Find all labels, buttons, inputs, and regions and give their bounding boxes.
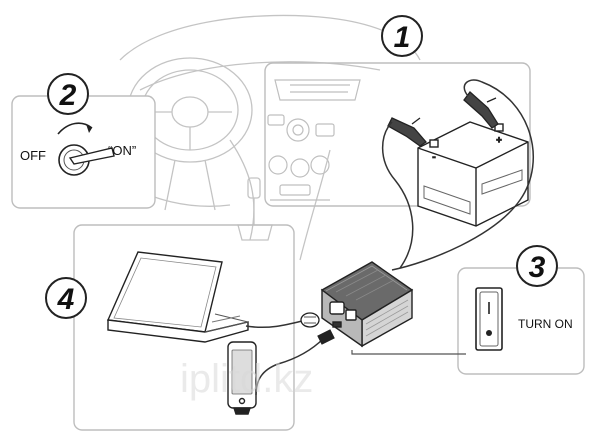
battery-clamp-positive [463,91,499,129]
turn-on-label: TURN ON [518,317,573,331]
switch-callout-line [351,350,466,355]
step-1-badge: 1 [381,15,423,57]
usb-plug [317,329,335,345]
center-stack-illustration [267,79,361,201]
svg-text:-: - [433,152,436,162]
watermark: iplitd.kz [180,357,313,401]
laptop-illustration [106,251,249,343]
step-4-badge: 4 [45,277,87,319]
svg-text:+: + [496,135,501,145]
power-switch-icon [475,287,503,351]
step-2-ignition-panel: OFF “ON” [11,95,156,209]
cable-positive [391,79,534,271]
laptop-plug [300,312,320,328]
cable-negative [381,121,414,269]
step-2-badge: 2 [47,73,89,115]
on-label: “ON” [108,143,136,158]
cable-laptop [245,319,307,329]
svg-text:3: 3 [529,251,546,284]
svg-text:1: 1 [394,21,411,54]
cable-phone [255,337,325,396]
battery-clamp-negative [387,117,427,147]
step-3-badge: 3 [516,245,558,287]
step-4-frame [73,224,295,431]
car-battery: - + [417,121,529,227]
step-3-switch-panel: TURN ON [457,267,585,375]
off-label: OFF [20,148,46,163]
power-inverter [320,261,414,348]
svg-text:4: 4 [57,283,75,316]
svg-text:2: 2 [59,79,77,112]
step-4-devices-panel [73,224,295,431]
mobile-phone-illustration [227,341,257,415]
step-1-battery-panel: - + [264,62,531,227]
